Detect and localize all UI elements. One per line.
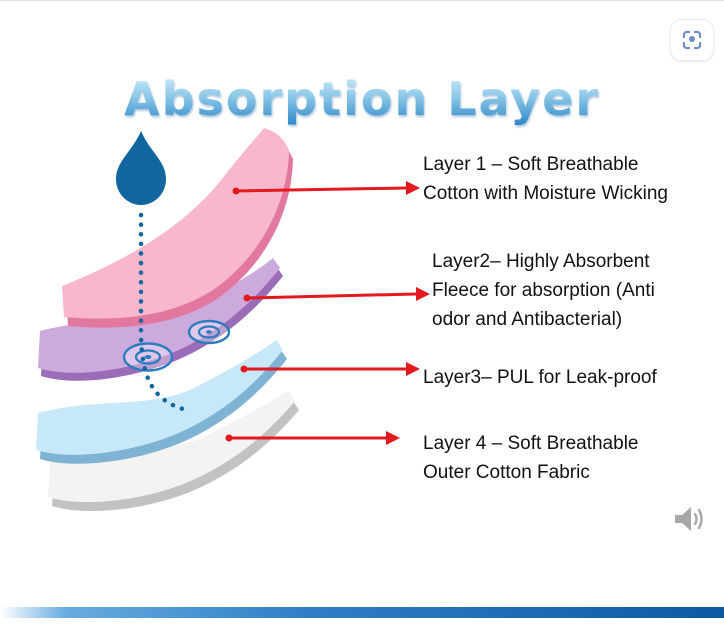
volume-button[interactable]	[664, 497, 714, 541]
layer-4-shape	[48, 391, 295, 503]
ripple-inner-1	[134, 349, 162, 365]
speaker-icon	[675, 507, 703, 531]
water-drop-icon	[116, 131, 166, 205]
ripple-dot-2	[206, 330, 212, 334]
arrow-1-line	[235, 186, 407, 193]
layer-1-label: Layer 1 – Soft Breathable Cotton with Mo…	[423, 154, 668, 204]
layer-2-label: Layer2– Highly Absorbent Fleece for abso…	[432, 251, 655, 330]
ripple-inner-2	[197, 325, 221, 339]
ripple-rings	[122, 319, 231, 372]
bottom-accent-bar	[0, 607, 724, 618]
arrow-layer-2	[243, 287, 430, 302]
arrow-2-line	[246, 292, 417, 300]
arrow-layer-3	[240, 362, 420, 376]
layer-3-shape	[36, 340, 283, 455]
arrow-4-head	[386, 431, 400, 445]
arrow-layer-4	[225, 431, 400, 445]
lens-scan-icon	[682, 30, 702, 50]
arrow-2-head	[416, 287, 430, 301]
arrow-layer-1	[232, 181, 420, 195]
layer-2-shape	[38, 258, 280, 373]
ripple-dot-1	[144, 355, 152, 359]
layer-3-label: Layer3– PUL for Leak-proof	[423, 367, 657, 388]
page-title: Absorption Layer	[123, 71, 601, 126]
arrow-1-head	[406, 181, 420, 195]
arrow-3-head	[406, 362, 420, 376]
layer-4-label: Layer 4 – Soft Breathable Outer Cotton F…	[423, 433, 639, 483]
absorption-dotted-path	[138, 212, 186, 412]
lens-scan-button[interactable]	[670, 19, 714, 61]
layer-1-shape	[62, 128, 289, 319]
